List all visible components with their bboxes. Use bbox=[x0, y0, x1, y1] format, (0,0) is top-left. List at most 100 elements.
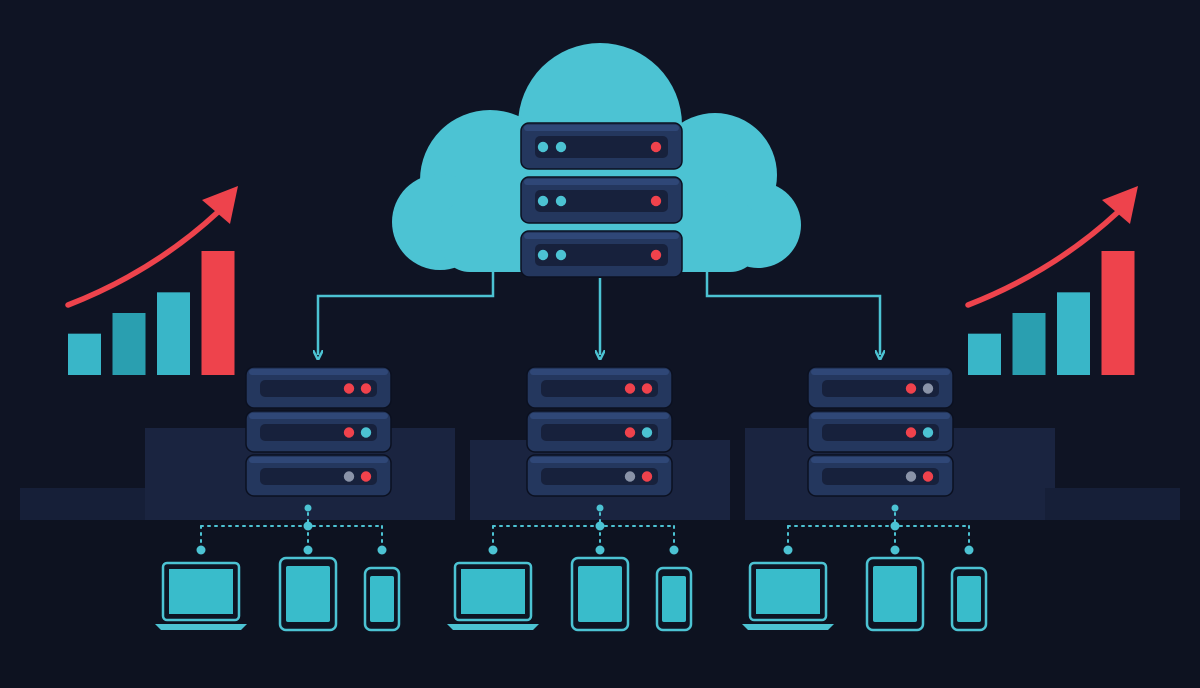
server-rack-icon bbox=[807, 366, 954, 497]
status-led bbox=[343, 427, 355, 438]
server-unit-highlight bbox=[524, 233, 679, 239]
network-node bbox=[488, 545, 498, 555]
server-unit-highlight bbox=[524, 125, 679, 131]
status-led bbox=[641, 383, 653, 394]
trend-arrow-line bbox=[965, 209, 1121, 308]
network-node bbox=[669, 545, 679, 555]
tablet-screen bbox=[286, 566, 330, 622]
server-unit bbox=[520, 176, 683, 224]
status-led bbox=[537, 141, 549, 153]
tablet-icon bbox=[865, 556, 925, 632]
network-node bbox=[304, 504, 312, 512]
server-unit bbox=[526, 366, 673, 409]
network-node bbox=[196, 545, 206, 555]
laptop-screen bbox=[169, 569, 233, 614]
server-unit bbox=[520, 122, 683, 170]
status-led bbox=[641, 471, 653, 482]
server-unit bbox=[807, 366, 954, 409]
server-unit-highlight bbox=[249, 457, 388, 463]
server-unit-slot bbox=[541, 468, 658, 485]
laptop-base bbox=[742, 624, 834, 630]
laptop-screen bbox=[756, 569, 820, 614]
phone-icon bbox=[950, 566, 988, 632]
chart-bar bbox=[112, 313, 146, 375]
bar-chart-growth-icon bbox=[65, 186, 238, 375]
status-led bbox=[624, 383, 636, 394]
network-node bbox=[964, 545, 974, 555]
phone-screen bbox=[370, 576, 394, 622]
server-unit-slot bbox=[260, 380, 377, 397]
status-led bbox=[343, 383, 355, 394]
server-unit bbox=[520, 230, 683, 278]
connector-left bbox=[318, 272, 495, 355]
chart-bar bbox=[201, 251, 235, 375]
network-node bbox=[890, 521, 900, 531]
phone-screen bbox=[662, 576, 686, 622]
server-unit-slot bbox=[541, 424, 658, 441]
status-led bbox=[905, 471, 917, 482]
server-unit-highlight bbox=[530, 369, 669, 375]
server-unit-highlight bbox=[249, 413, 388, 419]
chart-bar bbox=[1057, 292, 1090, 375]
server-unit-highlight bbox=[530, 413, 669, 419]
status-led bbox=[537, 195, 549, 207]
trend-arrow-line bbox=[65, 209, 221, 308]
status-led bbox=[922, 471, 934, 482]
server-rack-icon bbox=[526, 366, 673, 497]
network-node bbox=[783, 545, 793, 555]
cloud-server-stack bbox=[520, 122, 683, 278]
edge-server-racks bbox=[245, 366, 954, 497]
network-node bbox=[595, 521, 605, 531]
server-unit-slot bbox=[260, 424, 377, 441]
server-unit-highlight bbox=[530, 457, 669, 463]
device-group bbox=[447, 504, 693, 632]
status-led bbox=[360, 383, 372, 394]
status-led bbox=[650, 249, 662, 261]
platform-far-left bbox=[20, 488, 155, 520]
phone-screen bbox=[957, 576, 981, 622]
chart-bar bbox=[157, 292, 190, 375]
cloud-connectors bbox=[318, 272, 880, 355]
server-unit-highlight bbox=[811, 413, 950, 419]
laptop-icon bbox=[155, 561, 247, 630]
laptop-base bbox=[155, 624, 247, 630]
server-unit-highlight bbox=[524, 179, 679, 185]
status-led bbox=[650, 195, 662, 207]
chart-bar bbox=[1101, 251, 1135, 375]
server-unit bbox=[807, 410, 954, 453]
status-led bbox=[360, 471, 372, 482]
status-led bbox=[650, 141, 662, 153]
network-node bbox=[377, 545, 387, 555]
server-unit bbox=[245, 454, 392, 497]
network-node bbox=[596, 504, 604, 512]
tablet-icon bbox=[570, 556, 630, 632]
server-unit bbox=[807, 454, 954, 497]
device-group bbox=[155, 504, 401, 632]
status-led bbox=[624, 427, 636, 438]
platform-far-right bbox=[1045, 488, 1180, 520]
server-unit bbox=[245, 410, 392, 453]
network-node bbox=[303, 521, 313, 531]
tablet-screen bbox=[873, 566, 917, 622]
laptop-icon bbox=[742, 561, 834, 630]
server-unit bbox=[526, 454, 673, 497]
status-led bbox=[922, 427, 934, 438]
server-unit-highlight bbox=[811, 369, 950, 375]
network-node bbox=[890, 545, 900, 555]
chart-bar bbox=[1012, 313, 1046, 375]
server-unit-slot bbox=[822, 424, 939, 441]
status-led bbox=[905, 427, 917, 438]
status-led bbox=[624, 471, 636, 482]
status-led bbox=[905, 383, 917, 394]
laptop-icon bbox=[447, 561, 539, 630]
network-node bbox=[891, 504, 899, 512]
laptop-base bbox=[447, 624, 539, 630]
trend-arrow-icon bbox=[65, 186, 238, 308]
phone-icon bbox=[363, 566, 401, 632]
cloud-server-rack-icon bbox=[520, 122, 683, 278]
server-unit-slot bbox=[260, 468, 377, 485]
server-unit-highlight bbox=[811, 457, 950, 463]
status-led bbox=[537, 249, 549, 261]
status-led bbox=[343, 471, 355, 482]
status-led bbox=[641, 427, 653, 438]
